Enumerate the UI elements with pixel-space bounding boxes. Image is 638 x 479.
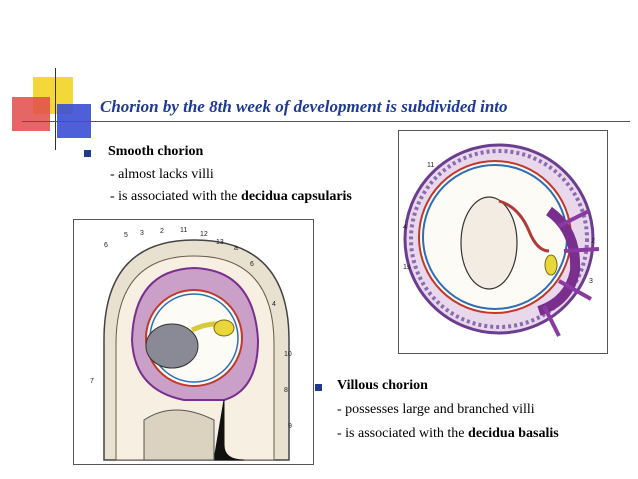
figure-left-label: 2 [160, 228, 164, 235]
figure-left-label: 7 [90, 378, 94, 385]
figure-chorion-villi-drawing: 11 4 1s 2 3 [403, 143, 600, 337]
bullet-villous [315, 384, 322, 391]
deco-horizontal-rule [22, 121, 630, 122]
figure-right-label: 3 [589, 278, 593, 285]
villous-line2-prefix: - is associated with the [337, 426, 469, 441]
figure-left-label: 5 [124, 232, 128, 239]
villous-chorion-line1: - possesses large and branched villi [337, 402, 535, 417]
figure-uterus-section: 6 5 3 2 11 12 13 a 6 4 10 7 8 9 [73, 219, 314, 465]
figure-left-label: 12 [200, 231, 208, 238]
smooth-chorion-heading: Smooth chorion [108, 144, 204, 159]
figure-left-label: 9 [288, 423, 292, 430]
deco-vertical-line [55, 68, 56, 150]
figure-right-label: 11 [427, 162, 434, 169]
smooth-line2-prefix: - is associated with the [110, 189, 242, 204]
decidua-capsularis-term: decidua capsularis [241, 189, 352, 204]
figure-right-label: 2 [591, 238, 595, 245]
figure-left-label: 8 [284, 387, 288, 394]
figure-left-label: 10 [284, 351, 292, 358]
figure-left-labels: 6 5 3 2 11 12 13 a 6 4 10 7 8 9 [90, 227, 292, 430]
decidua-basalis-term: decidua basalis [468, 426, 559, 441]
figure-uterus-section-drawing: 6 5 3 2 11 12 13 a 6 4 10 7 8 9 [90, 227, 292, 461]
villous-chorion-heading: Villous chorion [337, 378, 428, 393]
figure-right-label: 4 [403, 224, 407, 231]
bullet-smooth [84, 150, 91, 157]
figure-left-label: 11 [180, 227, 187, 234]
figure-left-label: 6 [250, 261, 254, 268]
figure-chorion-villi: 11 4 1s 2 3 [398, 130, 608, 354]
figure-right-labels: 11 4 1s 2 3 [403, 162, 595, 285]
deco-square-red [12, 97, 50, 131]
smooth-chorion-line2: - is associated with the decidua capsula… [110, 189, 352, 205]
villous-chorion-line2: - is associated with the decidua basalis [337, 426, 559, 442]
figure-left-label: 13 [216, 239, 224, 246]
smooth-chorion-line1: - almost lacks villi [110, 167, 214, 182]
figure-left-label: 4 [272, 301, 276, 308]
figure-left-label: 3 [140, 230, 144, 237]
slide-title: Chorion by the 8th week of development i… [100, 97, 508, 116]
figure-left-label: a [234, 245, 238, 252]
figure-right-label: 1s [403, 264, 411, 271]
figure-left-label: 6 [104, 242, 108, 249]
